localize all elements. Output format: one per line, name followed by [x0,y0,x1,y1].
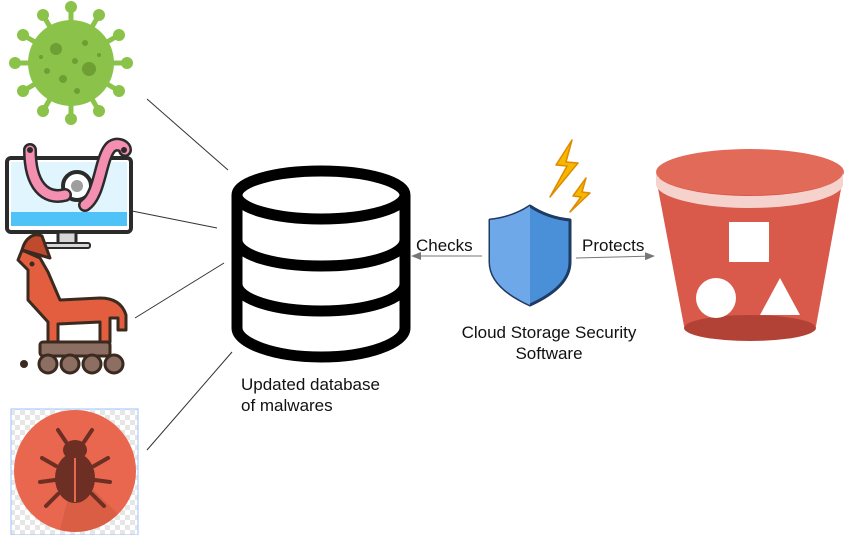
checks-edge-label: Checks [416,236,473,255]
security-software-caption: Cloud Storage Security Software [448,322,650,364]
security-software-caption-line2: Software [515,344,583,363]
shield-lightning-icon [488,139,591,307]
virus-icon [9,1,133,125]
database-caption-line2: of malwares [241,396,333,415]
edge-protects-arrow [575,252,655,261]
bug-icon [10,408,139,536]
worm-monitor-icon [5,137,133,249]
trojan-horse-icon [16,233,128,375]
edge-bug-database [146,351,233,451]
database-caption-line1: Updated database [241,375,380,394]
edge-trojan-database [134,262,225,319]
edge-virus-database [146,98,229,171]
security-software-caption-line1: Cloud Storage Security [461,323,637,342]
database-icon [231,165,411,363]
edge-worm-database [131,210,218,229]
protects-edge-label: Protects [582,236,645,255]
database-caption: Updated database of malwares [241,374,380,416]
storage-bucket-icon [656,149,844,341]
